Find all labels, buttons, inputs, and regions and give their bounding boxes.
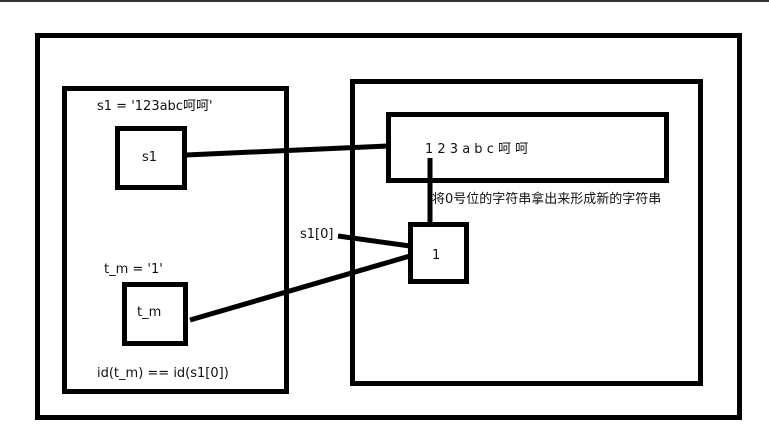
tm-reference-line (189, 253, 411, 323)
extraction-annotation: 将0号位的字符串拿出来形成新的字符串 (432, 192, 662, 207)
tm-variable-label: t_m (137, 305, 162, 320)
outer-frame (35, 33, 742, 420)
s1-reference-line (185, 143, 389, 158)
char-object-box (408, 222, 469, 284)
tm-assignment-label: t_m = '1' (104, 262, 163, 277)
char-object-value: 1 (432, 248, 441, 263)
index-reference-line (337, 233, 411, 249)
s1-assignment-label: s1 = '123abc呵呵' (97, 99, 213, 114)
window-top-border (0, 0, 769, 2)
namespace-box (62, 86, 289, 394)
s1-variable-label: s1 (142, 150, 158, 165)
tm-variable-box (122, 282, 188, 346)
s1-variable-box (115, 126, 187, 190)
identity-check-label: id(t_m) == id(s1[0]) (97, 366, 229, 381)
index-label: s1[0] (300, 227, 334, 242)
string-object-value: 1 2 3 a b c 呵 呵 (425, 142, 529, 157)
string-object-box (386, 112, 669, 183)
heap-box (350, 79, 703, 386)
